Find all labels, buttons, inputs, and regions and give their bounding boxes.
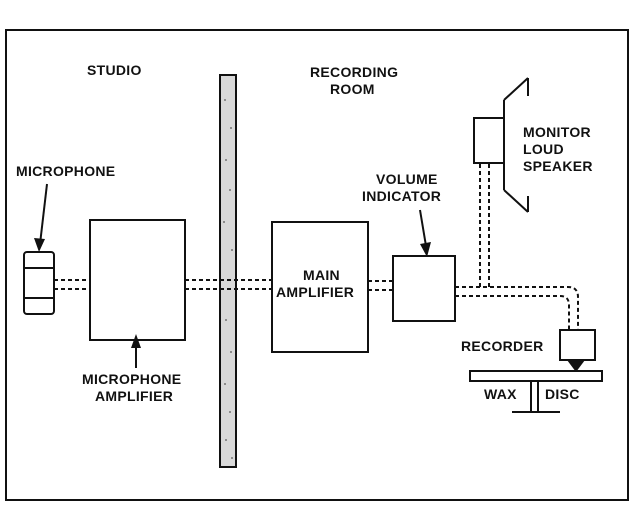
main-amplifier-box	[271, 221, 369, 353]
label-main-amplifier-1: MAIN	[303, 267, 340, 283]
wall-texture	[223, 99, 233, 459]
recorder-box	[559, 329, 596, 361]
label-microphone-amplifier-1: MICROPHONE	[82, 371, 181, 387]
label-disc: DISC	[545, 386, 580, 402]
label-recording-room-1: RECORDING	[310, 64, 398, 80]
label-recorder: RECORDER	[461, 338, 544, 354]
label-recording-room-2: ROOM	[330, 81, 375, 97]
label-volume-indicator-2: INDICATOR	[362, 188, 441, 204]
label-wax: WAX	[484, 386, 517, 402]
microphone	[23, 251, 55, 315]
partition-wall	[219, 74, 237, 468]
recorder-stylus	[567, 360, 585, 372]
label-monitor-1: MONITOR	[523, 124, 591, 140]
label-studio: STUDIO	[87, 62, 142, 78]
signal-line-vu-to-recorder	[455, 286, 579, 330]
label-main-amplifier-2: AMPLIFIER	[276, 284, 354, 300]
volume-indicator-pointer-arrow	[419, 209, 431, 257]
volume-indicator-box	[392, 255, 456, 322]
label-monitor-3: SPEAKER	[523, 158, 593, 174]
microphone-amplifier-box	[89, 219, 186, 341]
label-monitor-2: LOUD	[523, 141, 564, 157]
signal-line-main-to-vu	[368, 280, 393, 291]
microphone-amplifier-pointer-arrow	[131, 334, 141, 368]
label-volume-indicator-1: VOLUME	[376, 171, 438, 187]
monitor-loud-speaker	[473, 77, 529, 213]
signal-line-through-wall	[185, 279, 272, 290]
diagram-frame	[5, 29, 629, 501]
signal-line-mic	[54, 279, 90, 290]
label-microphone: MICROPHONE	[16, 163, 115, 179]
microphone-pointer-arrow	[34, 183, 48, 252]
wax-disc-turntable	[469, 370, 603, 413]
label-microphone-amplifier-2: AMPLIFIER	[95, 388, 173, 404]
